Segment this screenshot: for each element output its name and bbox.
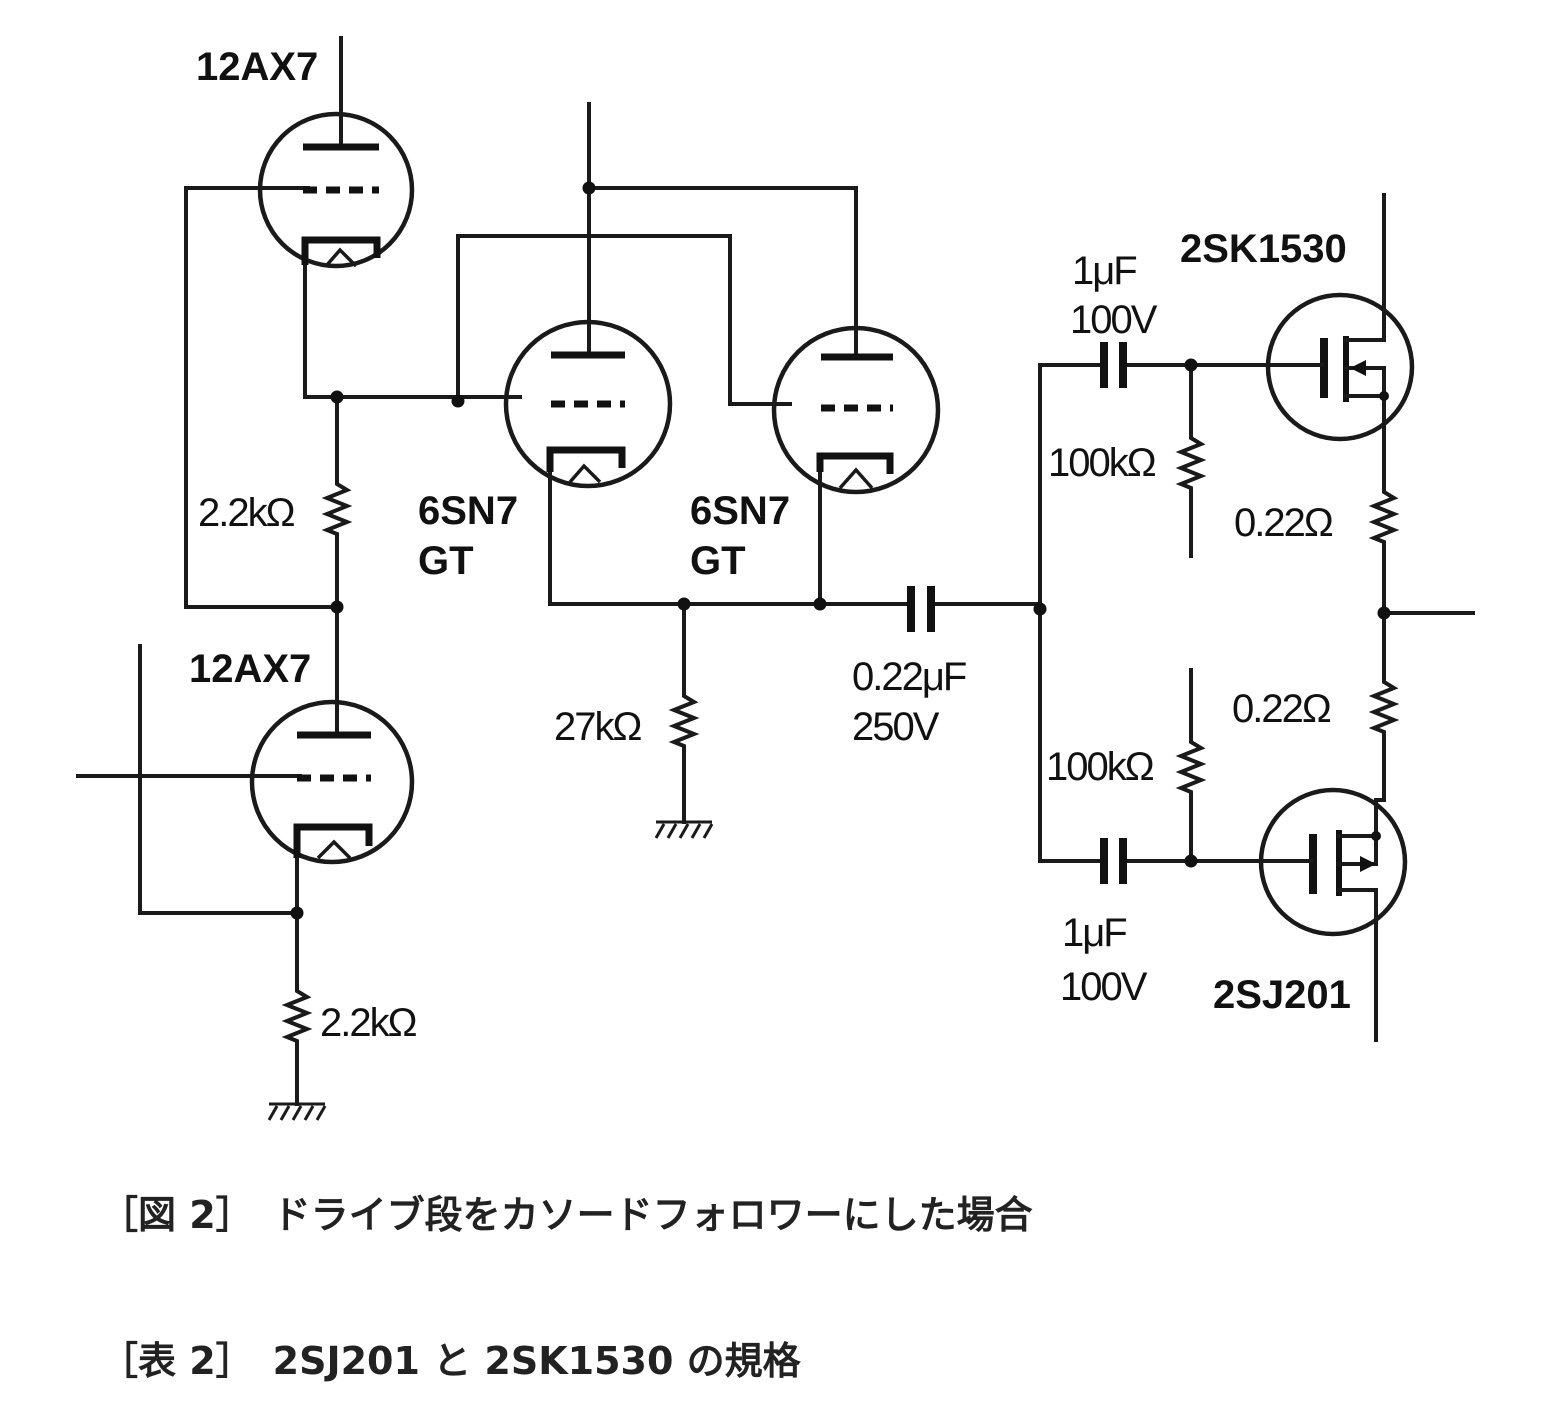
capacitor-gate-top — [1100, 342, 1127, 388]
tube-label-6sn7-right-suffix: GT — [690, 539, 746, 583]
capacitor-label-coupling-value: 0.22μF — [852, 655, 966, 699]
junction-dot — [813, 597, 827, 611]
junction-dot — [451, 394, 465, 408]
tube-label-6sn7-left: 6SN7 — [418, 489, 518, 533]
capacitor-label-coupling-voltage: 250V — [852, 705, 940, 749]
ground-symbol-27k — [654, 820, 714, 839]
figure-caption: ［図 2］ ドライブ段をカソードフォロワーにした場合 — [100, 1193, 1033, 1237]
tube-label-6sn7-right: 6SN7 — [690, 489, 790, 533]
mosfet-label-2sk1530: 2SK1530 — [1180, 227, 1347, 271]
tube-12ax7-bottom — [249, 699, 415, 865]
tube-6sn7-left — [503, 319, 673, 489]
wires — [76, 36, 1475, 1106]
junction-dot — [330, 390, 344, 404]
resistor-100k-bottom — [1175, 736, 1207, 796]
tube-label-6sn7-left-suffix: GT — [418, 539, 474, 583]
tube-12ax7-top — [257, 111, 415, 269]
junction-dot — [582, 181, 596, 195]
tube-6sn7-right — [771, 325, 941, 495]
mosfet-2sk1530 — [1265, 292, 1415, 442]
tube-label-12ax7-bottom: 12AX7 — [189, 647, 311, 691]
captions: ［図 2］ ドライブ段をカソードフォロワーにした場合 ［表 2］ 2SJ201 … — [100, 1193, 1033, 1383]
capacitor-label-gate-top-voltage: 100V — [1070, 298, 1158, 342]
table-caption: ［表 2］ 2SJ201 と 2SK1530 の規格 — [100, 1339, 802, 1383]
junction-dot — [1184, 358, 1198, 372]
junction-dot — [1033, 602, 1047, 616]
resistor-label-100k-top: 100kΩ — [1048, 441, 1156, 485]
resistor-label-27k: 27kΩ — [554, 705, 641, 749]
capacitor-label-gate-bottom-value: 1μF — [1062, 911, 1126, 955]
resistor-0.22-top — [1368, 486, 1400, 546]
capacitor-label-gate-top-value: 1μF — [1072, 249, 1136, 293]
resistor-2.2k-mid — [321, 478, 353, 538]
resistor-label-100k-bottom: 100kΩ — [1046, 745, 1154, 789]
mosfet-label-2sj201: 2SJ201 — [1213, 973, 1351, 1017]
resistor-label-2.2k-mid: 2.2kΩ — [198, 491, 295, 535]
resistor-0.22-bottom — [1368, 676, 1400, 736]
resistor-label-0.22-bottom: 0.22Ω — [1232, 687, 1331, 731]
resistor-label-2.2k-bottom: 2.2kΩ — [320, 1001, 417, 1045]
junction-dot — [677, 597, 691, 611]
resistor-100k-top — [1175, 432, 1207, 492]
capacitor-coupling — [907, 586, 935, 632]
ground-symbol-2.2k — [267, 1102, 327, 1121]
junction-dot — [1377, 606, 1391, 620]
junction-dot — [290, 906, 304, 920]
capacitor-label-gate-bottom-voltage: 100V — [1060, 965, 1148, 1009]
junction-dots — [290, 181, 1391, 920]
labels: 12AX7 12AX7 6SN7 GT 6SN7 GT 2SK1530 2SJ2… — [189, 45, 1351, 1045]
capacitor-gate-bottom — [1100, 838, 1127, 884]
mosfet-2sj201 — [1258, 787, 1408, 937]
tube-label-12ax7-top: 12AX7 — [196, 45, 318, 89]
junction-dot — [1184, 854, 1198, 868]
resistor-label-0.22-top: 0.22Ω — [1234, 501, 1333, 545]
resistor-2.2k-bottom — [281, 985, 313, 1045]
junction-dot — [330, 600, 344, 614]
resistor-27k — [668, 690, 700, 750]
